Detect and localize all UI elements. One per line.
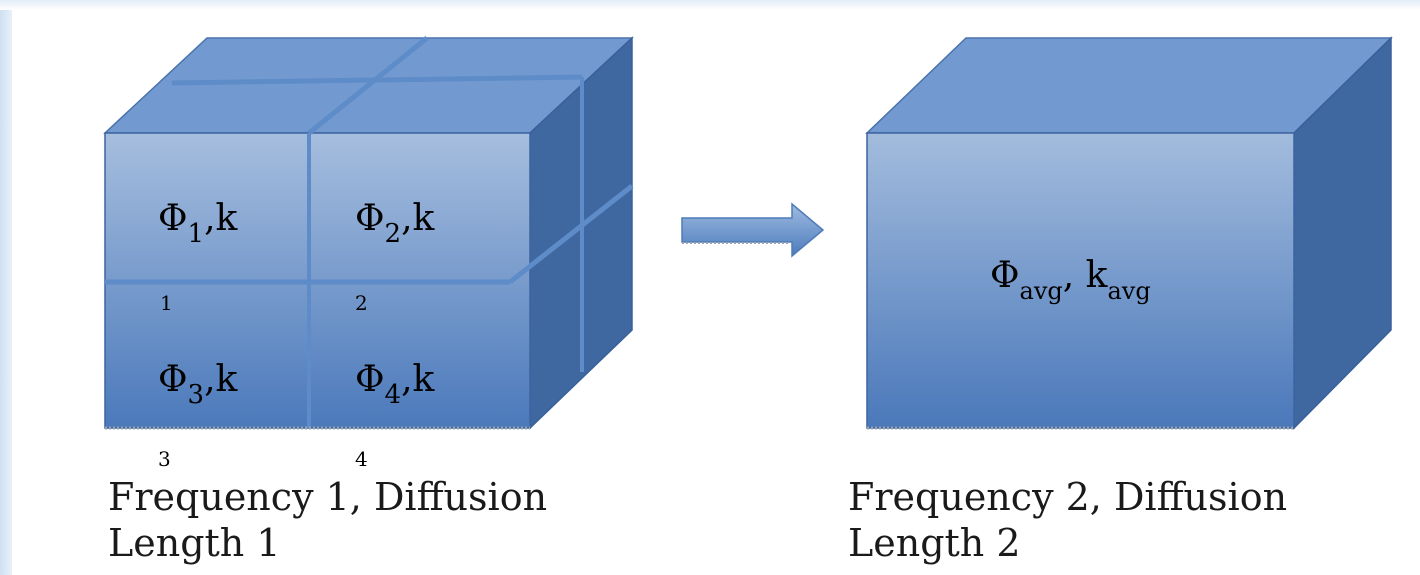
cell-2-label: Φ2,k <box>355 198 436 249</box>
right-caption-line-1: Frequency 2, Diffusion <box>848 475 1288 519</box>
right-arrow-icon <box>681 202 825 258</box>
cell-4-number: 4 <box>355 447 368 471</box>
cell-1-number: 1 <box>160 291 173 315</box>
averaged-label: Φavg, kavg <box>990 255 1151 305</box>
right-caption: Frequency 2, Diffusion Length 2 <box>848 474 1287 566</box>
top-border-strip <box>0 0 1420 10</box>
cell-3-label: Φ3,k <box>158 359 239 410</box>
right-caption-line-2: Length 2 <box>848 521 1021 565</box>
left-border-strip <box>0 0 12 575</box>
left-caption-line-2: Length 1 <box>108 521 281 565</box>
side-divider-diagonal <box>508 184 634 284</box>
cell-1-label: Φ1,k <box>158 198 239 249</box>
left-caption: Frequency 1, Diffusion Length 1 <box>108 474 547 566</box>
right-cube-front-face <box>866 132 1295 429</box>
cell-2-number: 2 <box>355 291 368 315</box>
cell-4-label: Φ4,k <box>355 359 436 410</box>
left-cube: Φ1,k Φ2,k Φ3,k Φ4,k 1 2 3 4 <box>103 36 634 471</box>
right-cube: Φavg, kavg <box>865 36 1393 430</box>
left-caption-line-1: Frequency 1, Diffusion <box>108 475 548 519</box>
cell-3-number: 3 <box>158 447 171 471</box>
top-divider-diagonal <box>307 36 429 135</box>
